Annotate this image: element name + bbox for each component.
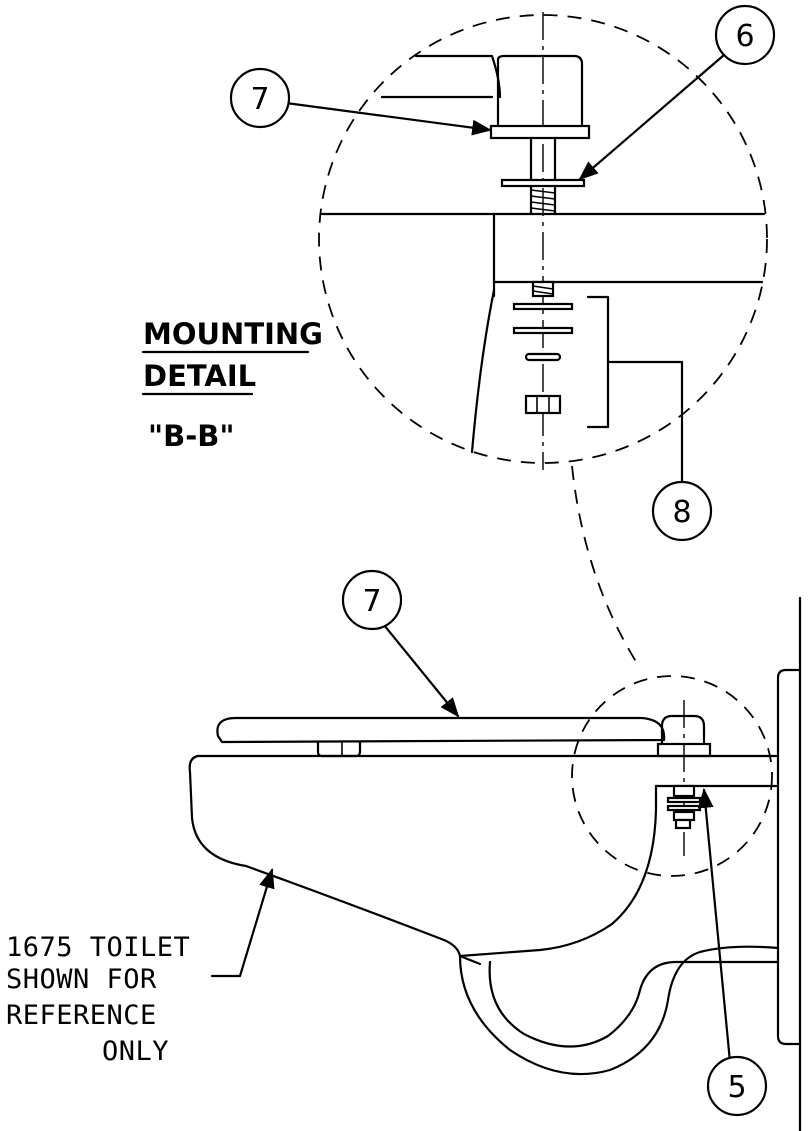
detail-title-line3: "B-B" [148,419,234,453]
callout-balloon-8: 8 [651,480,713,542]
hinge-base [489,124,591,140]
bolt-stem [500,136,586,216]
mounting-plate-section [320,212,766,454]
note-line4: ONLY [102,1036,169,1067]
note-line2: SHOWN FOR [6,964,157,995]
callout-8-label: 8 [672,495,691,530]
hardware-stack [512,280,684,490]
callout-7-main-label: 7 [362,584,381,619]
detail-connector-line [571,465,641,669]
callout-balloon-7-main: 7 [341,569,403,631]
callout-5-label: 5 [727,1070,746,1105]
lock-washer [524,352,562,362]
callout-6-label: 6 [735,19,754,54]
toilet-bowl [188,754,780,1076]
hex-nut [524,394,562,415]
note-line3: REFERENCE [6,1000,157,1031]
detail-boundary-circle [318,14,768,464]
detail-title: MOUNTING DETAIL "B-B" [141,317,323,453]
seat-hinge-detail [380,54,591,140]
flat-washer-1 [512,302,574,311]
detail-view-b-b: MOUNTING DETAIL "B-B" [141,12,768,490]
leader-note [210,868,275,978]
callout-7-detail-label: 7 [250,82,269,117]
wall-plate [776,596,802,1131]
toilet-side-view [188,596,802,1131]
detail-b-b-marker-circle [571,675,773,877]
detail-title-line2: DETAIL [143,359,256,393]
note-line1: 1675 TOILET [6,932,190,963]
hardware-bracket [586,295,610,429]
detail-title-line1: MOUNTING [143,317,323,351]
leader-7-main [382,623,460,718]
washer-top [500,178,586,188]
leader-6 [578,53,726,181]
leader-7-detail [284,101,492,136]
bolt-hardware-main [666,700,702,856]
callout-balloon-6: 6 [714,4,776,66]
callout-balloon-7-detail: 7 [229,67,291,129]
leader-5 [697,788,732,1064]
reference-note: 1675 TOILET SHOWN FOR REFERENCE ONLY [6,932,190,1067]
flat-washer-2 [512,326,574,335]
toilet-seat [216,716,666,758]
callout-balloon-5: 5 [706,1055,768,1117]
